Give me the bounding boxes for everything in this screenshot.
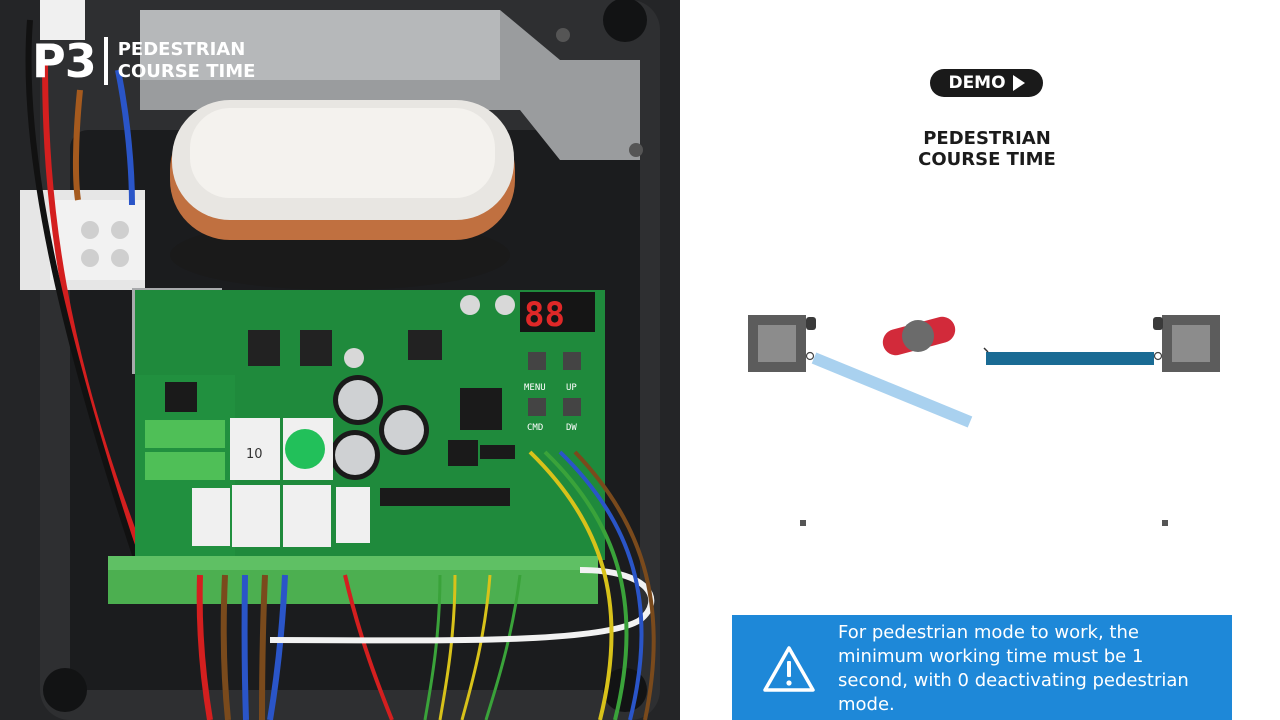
right-gate-leaf: [986, 352, 1154, 365]
step-number: P3: [32, 34, 97, 88]
gate-diagram: [748, 315, 1220, 526]
step-badge: P3 PEDESTRIAN COURSE TIME: [32, 36, 255, 86]
step-title-line1: PEDESTRIAN: [117, 39, 246, 60]
step-divider: [103, 37, 108, 85]
warning-notice: For pedestrian mode to work, the minimum…: [732, 615, 1232, 720]
step-title: PEDESTRIAN COURSE TIME: [118, 39, 256, 83]
flashing-lamp-icon: [882, 316, 956, 356]
right-gate-pillar: [1153, 315, 1220, 372]
warning-text: For pedestrian mode to work, the minimum…: [838, 622, 1189, 715]
play-icon: [1012, 75, 1025, 91]
warning-triangle-icon: [763, 646, 815, 692]
relay-label: 10: [246, 447, 263, 462]
seven-segment-display: 88: [524, 295, 565, 335]
control-board-illustration: 88 10 MENU UP: [20, 0, 656, 720]
animation-title: PEDESTRIAN COURSE TIME: [837, 128, 1137, 170]
demo-badge: DEMO: [930, 69, 1043, 97]
left-hinge-icon: [805, 351, 815, 361]
right-photocell: [1162, 520, 1168, 526]
control-board-photo: 88 10 MENU UP: [0, 0, 680, 720]
board-button-menu-label: MENU: [524, 383, 546, 393]
left-gate-pillar: [748, 315, 816, 372]
animation-title-line2: COURSE TIME: [918, 149, 1056, 170]
left-photocell: [800, 520, 806, 526]
board-button-cmd-label: CMD: [527, 423, 543, 433]
animation-title-line1: PEDESTRIAN: [923, 128, 1051, 149]
board-button-dw-label: DW: [566, 423, 577, 433]
board-button-up-label: UP: [566, 383, 577, 393]
step-title-line2: COURSE TIME: [117, 61, 256, 82]
left-gate-leaf: [811, 352, 973, 428]
demo-label: DEMO: [948, 73, 1006, 93]
right-hinge-icon: [1153, 351, 1163, 361]
